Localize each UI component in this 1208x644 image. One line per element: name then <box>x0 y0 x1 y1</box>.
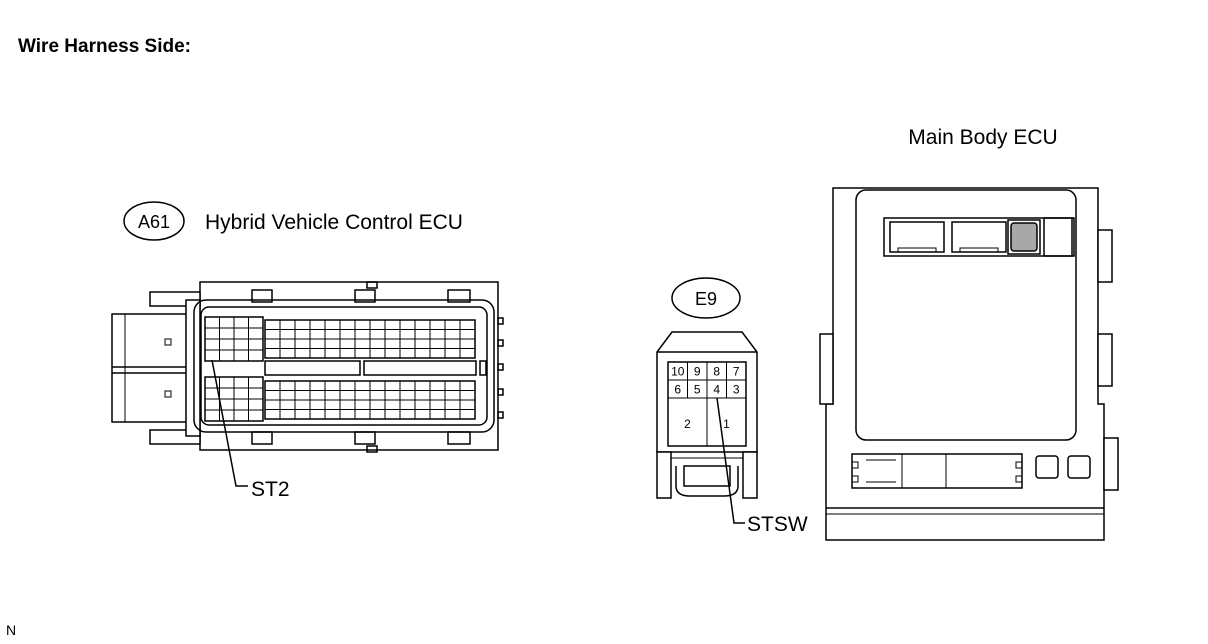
connector-housing <box>199 281 499 451</box>
pin-leader-st2 <box>211 359 248 487</box>
a61-rail-left <box>264 360 361 376</box>
a61-right-lower-block <box>264 380 476 420</box>
main-body-ecu: Main Body ECU <box>819 126 1119 541</box>
pin-number: 4 <box>713 383 720 397</box>
connector-a61: A61 Hybrid Vehicle Control ECU <box>111 201 504 501</box>
connector-code: A61 <box>138 212 170 232</box>
connector-code-badge <box>671 277 741 319</box>
pin-number: 10 <box>671 365 685 379</box>
pin-leader-stsw <box>716 397 745 524</box>
pin-number: 6 <box>674 383 681 397</box>
highlighted-connector <box>1010 222 1038 252</box>
pin-number: 1 <box>723 417 730 431</box>
connector-code: E9 <box>695 289 717 309</box>
pin-label-stsw: STSW <box>747 513 808 536</box>
a61-left-upper-block <box>204 316 264 362</box>
connector-name: Hybrid Vehicle Control ECU <box>205 211 463 234</box>
page-title: Wire Harness Side: <box>18 36 191 57</box>
pin-number: 7 <box>733 365 740 379</box>
a61-pin-grid <box>204 316 487 422</box>
pin-number: 3 <box>733 383 740 397</box>
a61-rail-right <box>363 360 477 376</box>
ecu-housing <box>825 187 1105 541</box>
pin-number: 8 <box>713 365 720 379</box>
connector-code-badge <box>123 201 185 241</box>
footer-code: N <box>6 622 16 638</box>
pin-cell: 1 <box>706 397 747 447</box>
ecu-name: Main Body ECU <box>908 126 1057 149</box>
pin-number: 2 <box>684 417 691 431</box>
pin-label-st2: ST2 <box>251 478 290 501</box>
pin-number: 9 <box>694 365 701 379</box>
pin-number: 5 <box>694 383 701 397</box>
a61-left-lower-block <box>204 376 264 422</box>
a61-right-upper-block <box>264 319 476 359</box>
